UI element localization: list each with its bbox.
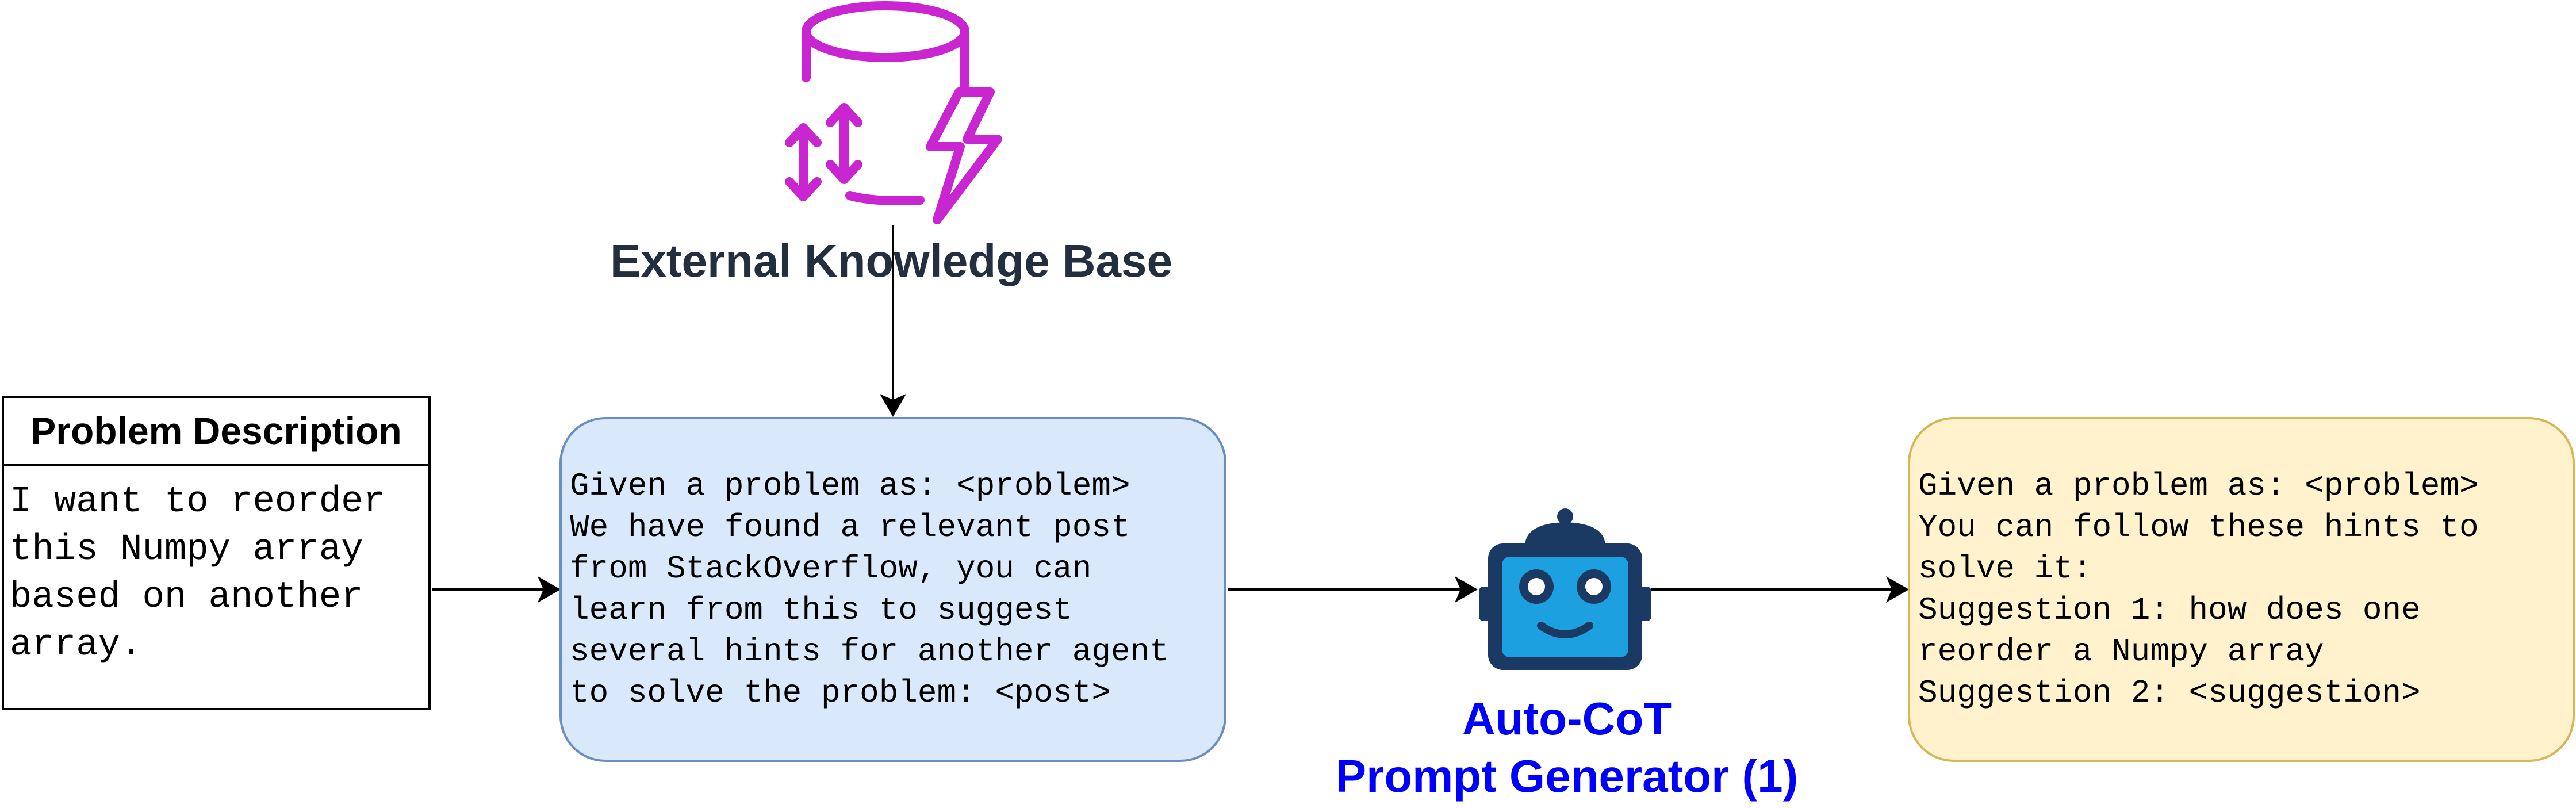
generator-label-line2: Prompt Generator (1)	[1335, 750, 1799, 802]
knowledge-base-label: External Knowledge Base	[610, 235, 1173, 286]
generator-label-line1: Auto-CoT	[1462, 693, 1672, 744]
problem-description-text: I want to reorder this Numpy array based…	[10, 481, 385, 666]
generator-label: Auto-CoT Prompt Generator (1)	[1254, 690, 1880, 805]
arrow-problem-to-prompt	[432, 576, 561, 603]
generated-prompt-box: Given a problem as: <problem> You can fo…	[1908, 417, 2575, 762]
arrow-prompt-to-generator	[1228, 576, 1478, 603]
arrow-generator-to-output	[1651, 576, 1909, 603]
problem-description-box: Problem Description I want to reorder th…	[2, 396, 431, 710]
database-lightning-icon	[785, 1, 1002, 224]
arrow-kb-to-prompt	[880, 225, 906, 417]
problem-description-title: Problem Description	[4, 398, 428, 466]
robot-icon	[1479, 508, 1651, 670]
prompt-template-box: Given a problem as: <problem> We have fo…	[559, 417, 1226, 762]
